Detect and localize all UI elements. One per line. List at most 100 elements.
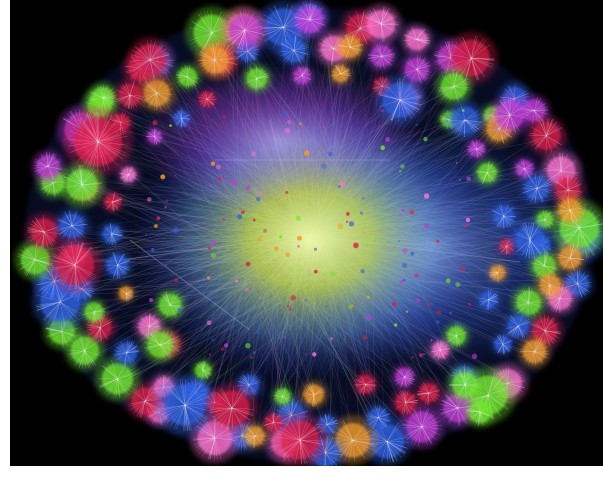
speck-node [401,209,404,212]
cluster-node [272,386,294,408]
cluster-node [329,62,353,86]
cluster-node [277,34,311,68]
speck-node [446,278,451,283]
speck-node [230,249,231,250]
speck-node [338,185,341,188]
speck-node [321,142,323,144]
speck-node [256,331,259,334]
speck-node [399,170,402,173]
speck-node [415,298,420,303]
speck-node [408,223,410,225]
cluster-node [353,372,378,397]
speck-node [363,231,365,233]
speck-node [174,278,178,282]
cluster-node [99,221,124,246]
speck-node [366,315,371,320]
speck-node [273,165,275,167]
speck-node [188,119,190,121]
speck-node [363,335,367,339]
speck-node [428,303,431,306]
speck-node [208,247,211,250]
speck-node [258,191,263,196]
speck-node [304,299,306,301]
cluster-node [364,403,392,431]
cluster-node [474,159,501,186]
cluster-node [554,194,586,226]
cluster-node [31,150,65,184]
cluster-node [464,396,496,428]
speck-node [165,264,168,267]
speck-node [226,164,228,166]
core-region [135,100,485,380]
speck-node [346,212,350,216]
speck-node [362,197,365,200]
speck-node [256,197,261,202]
cluster-node [142,327,179,364]
speck-node [222,218,225,221]
speck-node [213,137,216,140]
speck-node [380,145,385,150]
cluster-node [361,4,402,45]
speck-node [392,302,396,306]
speck-node [394,252,396,254]
speck-node [175,175,177,177]
speck-node [160,174,165,179]
speck-node [184,126,186,128]
speck-node [291,295,296,300]
speck-node [385,137,390,142]
speck-node [207,276,210,279]
speck-node [207,320,212,325]
speck-node [411,252,415,256]
cluster-node [335,32,366,63]
cluster-node [446,101,485,140]
cluster-node [145,127,164,146]
cluster-node [196,41,235,80]
speck-node [424,193,429,198]
cluster-node [154,289,186,321]
speck-node [147,197,152,202]
cluster-node [429,339,452,362]
speck-node [286,253,291,258]
cluster-node [112,338,142,368]
cluster-node [47,237,102,292]
cluster-node [290,64,313,87]
cluster-node [435,68,473,106]
speck-node [246,262,251,267]
speck-node [287,305,290,308]
speck-node [414,273,419,278]
speck-node [156,216,160,220]
speck-node [414,309,417,312]
speck-node [146,234,147,235]
speck-node [373,205,375,207]
speck-node [346,221,348,223]
speck-node [431,339,433,341]
speck-node [173,227,179,233]
speck-node [287,120,292,125]
cluster-node [509,219,550,260]
cluster-node [155,375,215,435]
speck-node [360,211,363,214]
speck-node [466,177,471,182]
speck-node [367,296,370,299]
speck-node [349,221,354,226]
speck-node [361,302,363,304]
speck-node [211,253,216,258]
speck-node [330,271,335,276]
cluster-node [197,89,217,109]
speck-node [455,322,459,326]
speck-node [253,351,256,354]
speck-node [466,218,470,222]
speck-node [296,216,301,221]
speck-node [251,151,256,156]
cluster-node [114,79,146,111]
speck-node [449,312,452,315]
speck-node [241,210,245,214]
speck-node [402,248,408,254]
speck-node [237,214,242,219]
speck-node [177,308,182,313]
speck-node [224,343,228,347]
speck-node [235,280,238,283]
speck-node [435,205,437,207]
speck-node [410,210,415,215]
cluster-node [59,162,105,208]
